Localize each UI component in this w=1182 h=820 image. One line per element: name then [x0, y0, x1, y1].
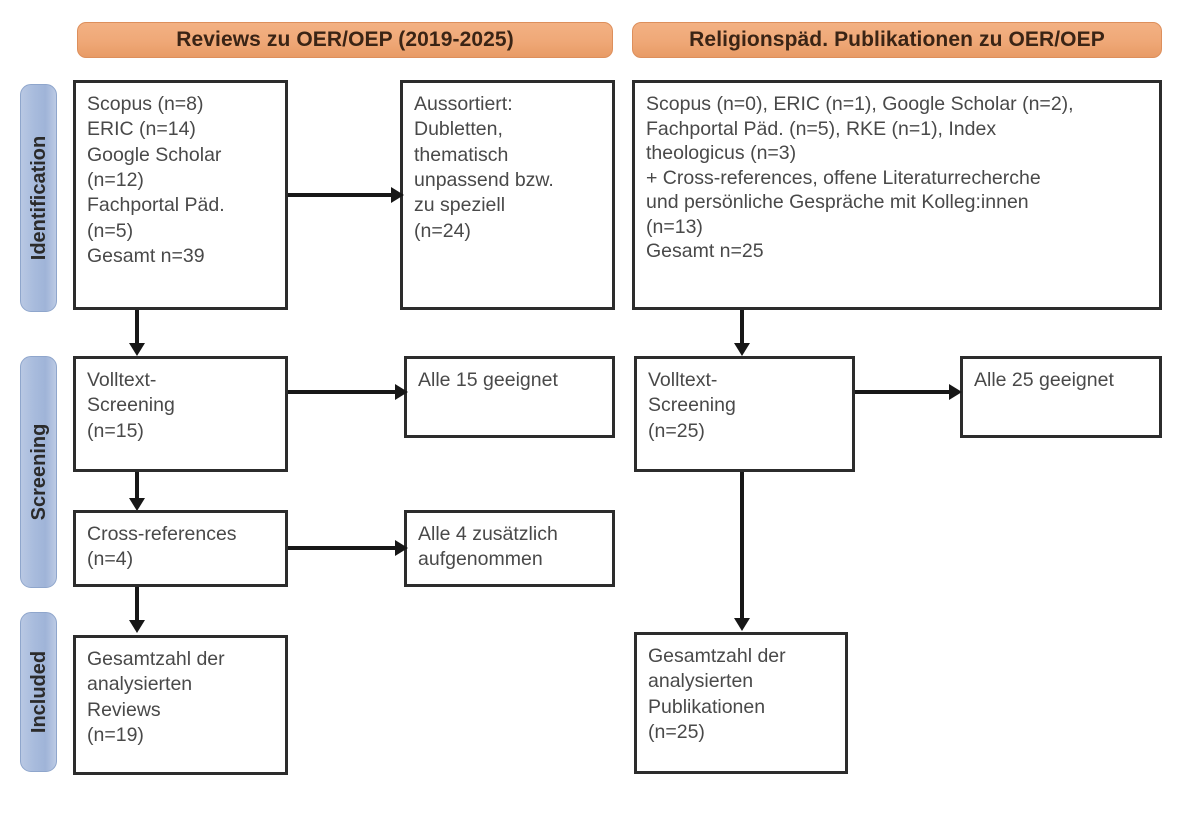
stage-label-identification: Identification: [20, 84, 57, 312]
box-left-screening-fulltext: Volltext- Screening (n=15): [73, 356, 288, 472]
box-right-screening-fulltext: Volltext- Screening (n=25): [634, 356, 855, 472]
arrowhead-left-sources-to-excluded: [391, 187, 404, 203]
box-left-identification-sources: Scopus (n=8) ERIC (n=14) Google Scholar …: [73, 80, 288, 310]
arrowhead-left-sources-to-screening: [129, 343, 145, 356]
column-header-right: Religionspäd. Publikationen zu OER/OEP: [632, 22, 1162, 58]
arrowhead-right-fulltext-to-eligible: [949, 384, 962, 400]
connector-crossrefs-to-result: [288, 546, 399, 550]
stage-label-included-text: Included: [27, 650, 50, 734]
stage-label-screening-text: Screening: [27, 423, 50, 521]
arrowhead-right-sources-to-screening: [734, 343, 750, 356]
stage-label-included: Included: [20, 612, 57, 772]
column-header-left: Reviews zu OER/OEP (2019-2025): [77, 22, 613, 58]
arrowhead-right-fulltext-to-included: [734, 618, 750, 631]
box-right-identification-sources: Scopus (n=0), ERIC (n=1), Google Scholar…: [632, 80, 1162, 310]
arrowhead-left-fulltext-to-eligible: [395, 384, 408, 400]
connector-left-sources-to-screening: [135, 310, 139, 347]
connector-right-sources-to-screening: [740, 310, 744, 347]
box-left-included-total: Gesamtzahl der analysierten Reviews (n=1…: [73, 635, 288, 775]
box-right-included-total: Gesamtzahl der analysierten Publikatione…: [634, 632, 848, 774]
arrowhead-crossrefs-to-included: [129, 620, 145, 633]
connector-left-sources-to-excluded: [288, 193, 395, 197]
connector-crossrefs-to-included: [135, 587, 139, 624]
box-left-screening-eligible: Alle 15 geeignet: [404, 356, 615, 438]
connector-left-fulltext-to-eligible: [288, 390, 399, 394]
arrowhead-left-fulltext-to-crossrefs: [129, 498, 145, 511]
stage-label-screening: Screening: [20, 356, 57, 588]
connector-right-fulltext-to-eligible: [855, 390, 953, 394]
box-left-screening-crossrefs-result: Alle 4 zusätzlich aufgenommen: [404, 510, 615, 587]
stage-label-identification-text: Identification: [27, 135, 50, 261]
box-right-screening-eligible: Alle 25 geeignet: [960, 356, 1162, 438]
connector-left-fulltext-to-crossrefs: [135, 472, 139, 502]
box-left-identification-excluded: Aussortiert: Dubletten, thematisch unpas…: [400, 80, 615, 310]
box-left-screening-crossrefs: Cross-references (n=4): [73, 510, 288, 587]
arrowhead-crossrefs-to-result: [395, 540, 408, 556]
connector-right-fulltext-to-included: [740, 472, 744, 622]
